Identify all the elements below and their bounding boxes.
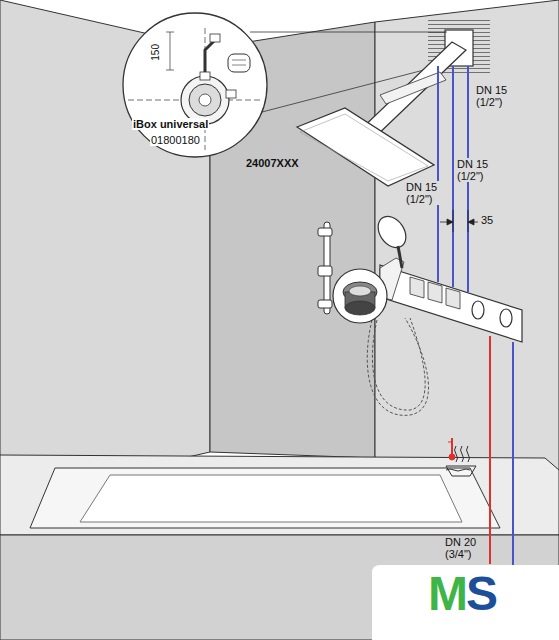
thermostat-panel	[410, 277, 424, 298]
thermostat-panel	[446, 288, 460, 309]
magnifier-leader-lines	[250, 32, 447, 33]
dimension-35	[447, 219, 453, 225]
detail-magnifier-circle	[232, 65, 246, 66]
thermostat-panel	[472, 301, 484, 319]
magnifier-leader-lines	[262, 64, 447, 112]
pipe-size: DN 20 (3/4")	[444, 536, 486, 560]
bathtub	[30, 468, 500, 528]
thermostat-panel	[380, 258, 522, 342]
overhead-shower	[380, 72, 446, 104]
detail-magnifier-circle	[166, 70, 174, 71]
detail-magnifier-circle	[199, 94, 211, 106]
detail-magnifier-circle	[210, 34, 220, 42]
hand-shower-head	[372, 211, 411, 253]
hot-water-symbol	[451, 438, 453, 454]
detail-magnifier-circle	[123, 13, 267, 157]
part-number: 24007XXX	[246, 157, 299, 169]
dimension-35	[468, 219, 474, 225]
hand-shower-head	[372, 211, 411, 268]
supply-pipes-blue	[452, 66, 454, 287]
bathtub	[0, 455, 559, 535]
logo-letter: M	[428, 568, 468, 621]
pipe-size: DN 15 (1/2")	[456, 158, 498, 182]
pipe-size: DN 15 (1/2")	[475, 84, 517, 108]
hot-water-pipe-red	[489, 336, 491, 564]
hot-water-symbol	[446, 469, 470, 471]
connector-magnifier	[349, 286, 371, 296]
thermostat-panel	[380, 265, 522, 342]
thermostat-panel	[500, 309, 512, 327]
thermostat-panel	[428, 282, 442, 303]
connector-magnifier	[345, 301, 375, 315]
dimension-value: 35	[481, 214, 493, 226]
magnifier-leader-lines	[250, 32, 447, 112]
detail-magnifier-circle	[189, 84, 221, 116]
hot-water-symbol	[448, 442, 451, 443]
hot-water-symbol	[449, 454, 455, 460]
logo-panel	[372, 565, 559, 640]
dimension-value: 150	[150, 44, 161, 61]
dimension-35	[440, 210, 478, 232]
bathtub	[0, 535, 559, 640]
hot-water-symbol	[455, 446, 458, 462]
hot-water-symbol	[446, 466, 476, 476]
supply-pipes-blue	[438, 66, 513, 640]
hand-shower-hose	[372, 318, 425, 410]
detail-magnifier-circle	[166, 32, 174, 33]
connector-magnifier	[333, 269, 387, 323]
connector-magnifier	[333, 269, 387, 323]
detail-magnifier-circle	[170, 32, 171, 70]
overhead-shower	[297, 42, 466, 186]
hand-shower-hose	[367, 318, 428, 415]
slide-bar	[318, 228, 332, 236]
pipe-size: DN 15 (1/2")	[405, 181, 447, 205]
hot-water-symbol	[446, 438, 476, 476]
logo-letter: S	[466, 568, 498, 621]
slide-bar	[318, 222, 332, 314]
hot-water-symbol	[467, 446, 470, 462]
slide-bar	[318, 266, 332, 276]
supply-pipes-blue	[437, 66, 439, 282]
hand-shower-head	[398, 246, 402, 268]
overhead-shower	[300, 114, 428, 181]
part-name: iBox universal	[132, 118, 209, 130]
hot-water-symbol	[461, 446, 464, 462]
detail-magnifier-circle	[226, 90, 236, 98]
logo-panel	[372, 565, 559, 640]
part-number: 01800180	[150, 134, 201, 146]
hot-water-pipe-red	[489, 336, 491, 564]
detail-magnifier-circle	[200, 72, 210, 80]
detail-magnifier-circle	[228, 54, 250, 72]
overhead-shower	[297, 108, 434, 186]
detail-magnifier-circle	[181, 76, 229, 124]
bathtub	[80, 475, 462, 522]
hand-shower-hose	[367, 318, 428, 415]
detail-magnifier-circle	[205, 40, 215, 72]
dimension-35	[453, 210, 454, 232]
detail-magnifier-circle	[123, 13, 267, 157]
dimension-35	[468, 210, 469, 232]
bathtub	[0, 455, 559, 640]
slide-bar	[318, 300, 332, 308]
detail-magnifier-circle	[232, 60, 246, 61]
